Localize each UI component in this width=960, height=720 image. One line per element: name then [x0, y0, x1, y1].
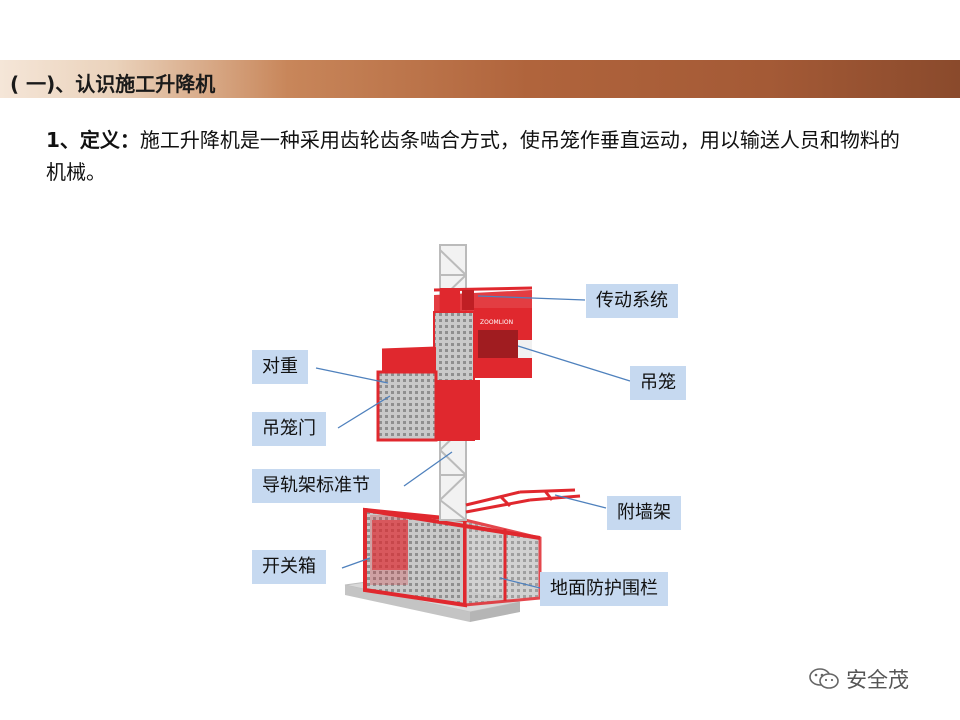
leader-line-cage [517, 345, 631, 382]
switch-box-graphic [372, 520, 408, 570]
cage-brand-text: ZOOMLION [480, 319, 513, 326]
leader-line-counterweight [315, 367, 389, 384]
definition-number: 1、 [46, 128, 80, 152]
label-counterweight: 对重 [252, 350, 308, 384]
label-cage: 吊笼 [630, 366, 686, 400]
watermark: 安全茂 [808, 662, 909, 696]
wall-tie-graphic [465, 488, 581, 514]
leader-line-cage-door [337, 395, 391, 429]
wechat-icon [808, 666, 840, 692]
label-mast-section: 导轨架标准节 [252, 469, 380, 503]
leader-line-switch-box [341, 557, 371, 569]
definition-text: 施工升降机是一种采用齿轮齿条啮合方式，使吊笼作垂直运动，用以输送人员和物料的机械… [46, 128, 900, 184]
drive-system-graphic [440, 288, 474, 312]
leader-lines [315, 295, 631, 589]
leader-line-wall-tie [554, 494, 607, 509]
leader-line-drive-system [477, 295, 586, 301]
label-switch-box: 开关箱 [252, 550, 326, 584]
definition-term: 定义： [79, 128, 140, 152]
label-cage-door: 吊笼门 [252, 412, 326, 446]
leader-line-mast-section [403, 451, 453, 487]
label-ground-fence: 地面防护围栏 [540, 572, 668, 606]
definition-paragraph: 1、定义：施工升降机是一种采用齿轮齿条啮合方式，使吊笼作垂直运动，用以输送人员和… [46, 124, 906, 188]
label-wall-tie: 附墙架 [607, 496, 681, 530]
page-title: ( 一)、认识施工升降机 [10, 72, 216, 96]
watermark-text: 安全茂 [846, 668, 909, 692]
leader-line-ground-fence [499, 577, 541, 589]
label-drive-system: 传动系统 [586, 284, 678, 318]
title-bar: ( 一)、认识施工升降机 [0, 60, 960, 98]
counterweight-graphic [376, 346, 480, 442]
